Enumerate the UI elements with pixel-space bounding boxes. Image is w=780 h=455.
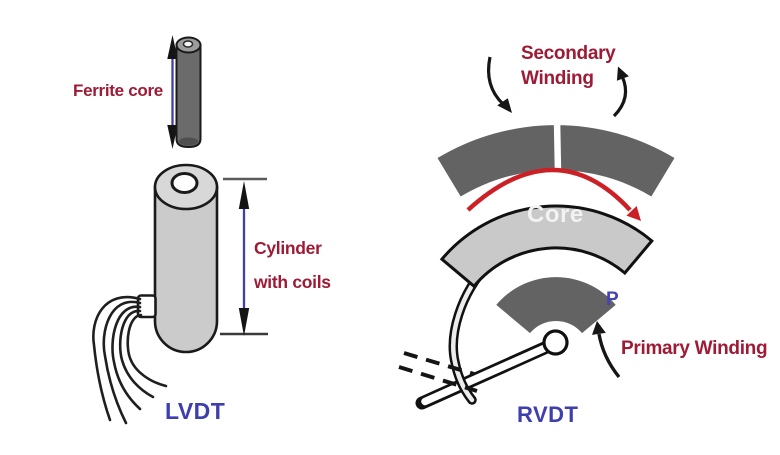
secondary-pointer-arrowhead-right xyxy=(616,66,629,81)
secondary-label-line1: Secondary xyxy=(521,43,616,64)
coil-wire xyxy=(92,295,142,422)
shaft-rod xyxy=(421,343,550,406)
ferrite-core-label: Ferrite core xyxy=(73,81,163,100)
primary-winding-arc xyxy=(496,277,616,334)
ferrite-dimension-arrowhead-down xyxy=(167,125,178,149)
core-label: Core xyxy=(527,201,584,228)
cylinder-dimension-arrowhead-down xyxy=(238,308,250,336)
lvdt-caption: LVDT xyxy=(165,398,226,424)
secondary-pointer-arrowhead-left xyxy=(497,98,512,113)
core-arc xyxy=(439,204,654,289)
ferrite-core-rod-bottom-shade xyxy=(179,137,198,146)
secondary-pointer-arrow-right xyxy=(612,75,628,118)
rotation-arrow xyxy=(466,167,632,212)
cylinder-label-line1: Cylinder xyxy=(254,238,322,258)
ferrite-core-rod xyxy=(175,44,202,149)
cylinder-body xyxy=(153,185,219,354)
shaft-dashed-line-upper xyxy=(403,351,475,376)
primary-pointer-arrowhead xyxy=(592,321,606,335)
lvdt-diagram xyxy=(92,35,268,425)
coil-wire xyxy=(111,305,142,411)
secondary-pointer-arrow-left xyxy=(486,56,505,106)
lead-wires xyxy=(92,295,168,425)
cylinder-bore-hole xyxy=(170,172,199,194)
primary-terminal-label: P xyxy=(606,289,619,310)
cylinder-label-line2: with coils xyxy=(254,272,331,292)
shaft-dashed-line-lower xyxy=(398,365,478,393)
cylinder-with-coils-label: Cylinder with coils xyxy=(254,231,331,299)
secondary-winding-label: Secondary Winding xyxy=(521,41,616,91)
rvdt-diagram xyxy=(398,56,675,410)
shaft-pivot-ball xyxy=(542,329,569,356)
primary-pointer-arrow xyxy=(597,333,621,379)
secondary-winding-split-gap xyxy=(553,119,562,174)
rotation-arrowhead xyxy=(626,206,641,221)
cylinder-dimension-arrowhead-up xyxy=(238,181,250,209)
primary-winding-label: Primary Winding xyxy=(621,338,768,359)
coil-wire xyxy=(102,300,142,425)
coil-wire xyxy=(118,309,155,399)
rvdt-caption: RVDT xyxy=(517,402,579,427)
ferrite-dimension-arrowhead-up xyxy=(167,35,178,59)
secondary-label-line2: Winding xyxy=(521,68,594,89)
coil-wire xyxy=(126,313,168,388)
core-arm xyxy=(451,259,493,403)
ferrite-core-rod-top-hole xyxy=(182,40,194,48)
